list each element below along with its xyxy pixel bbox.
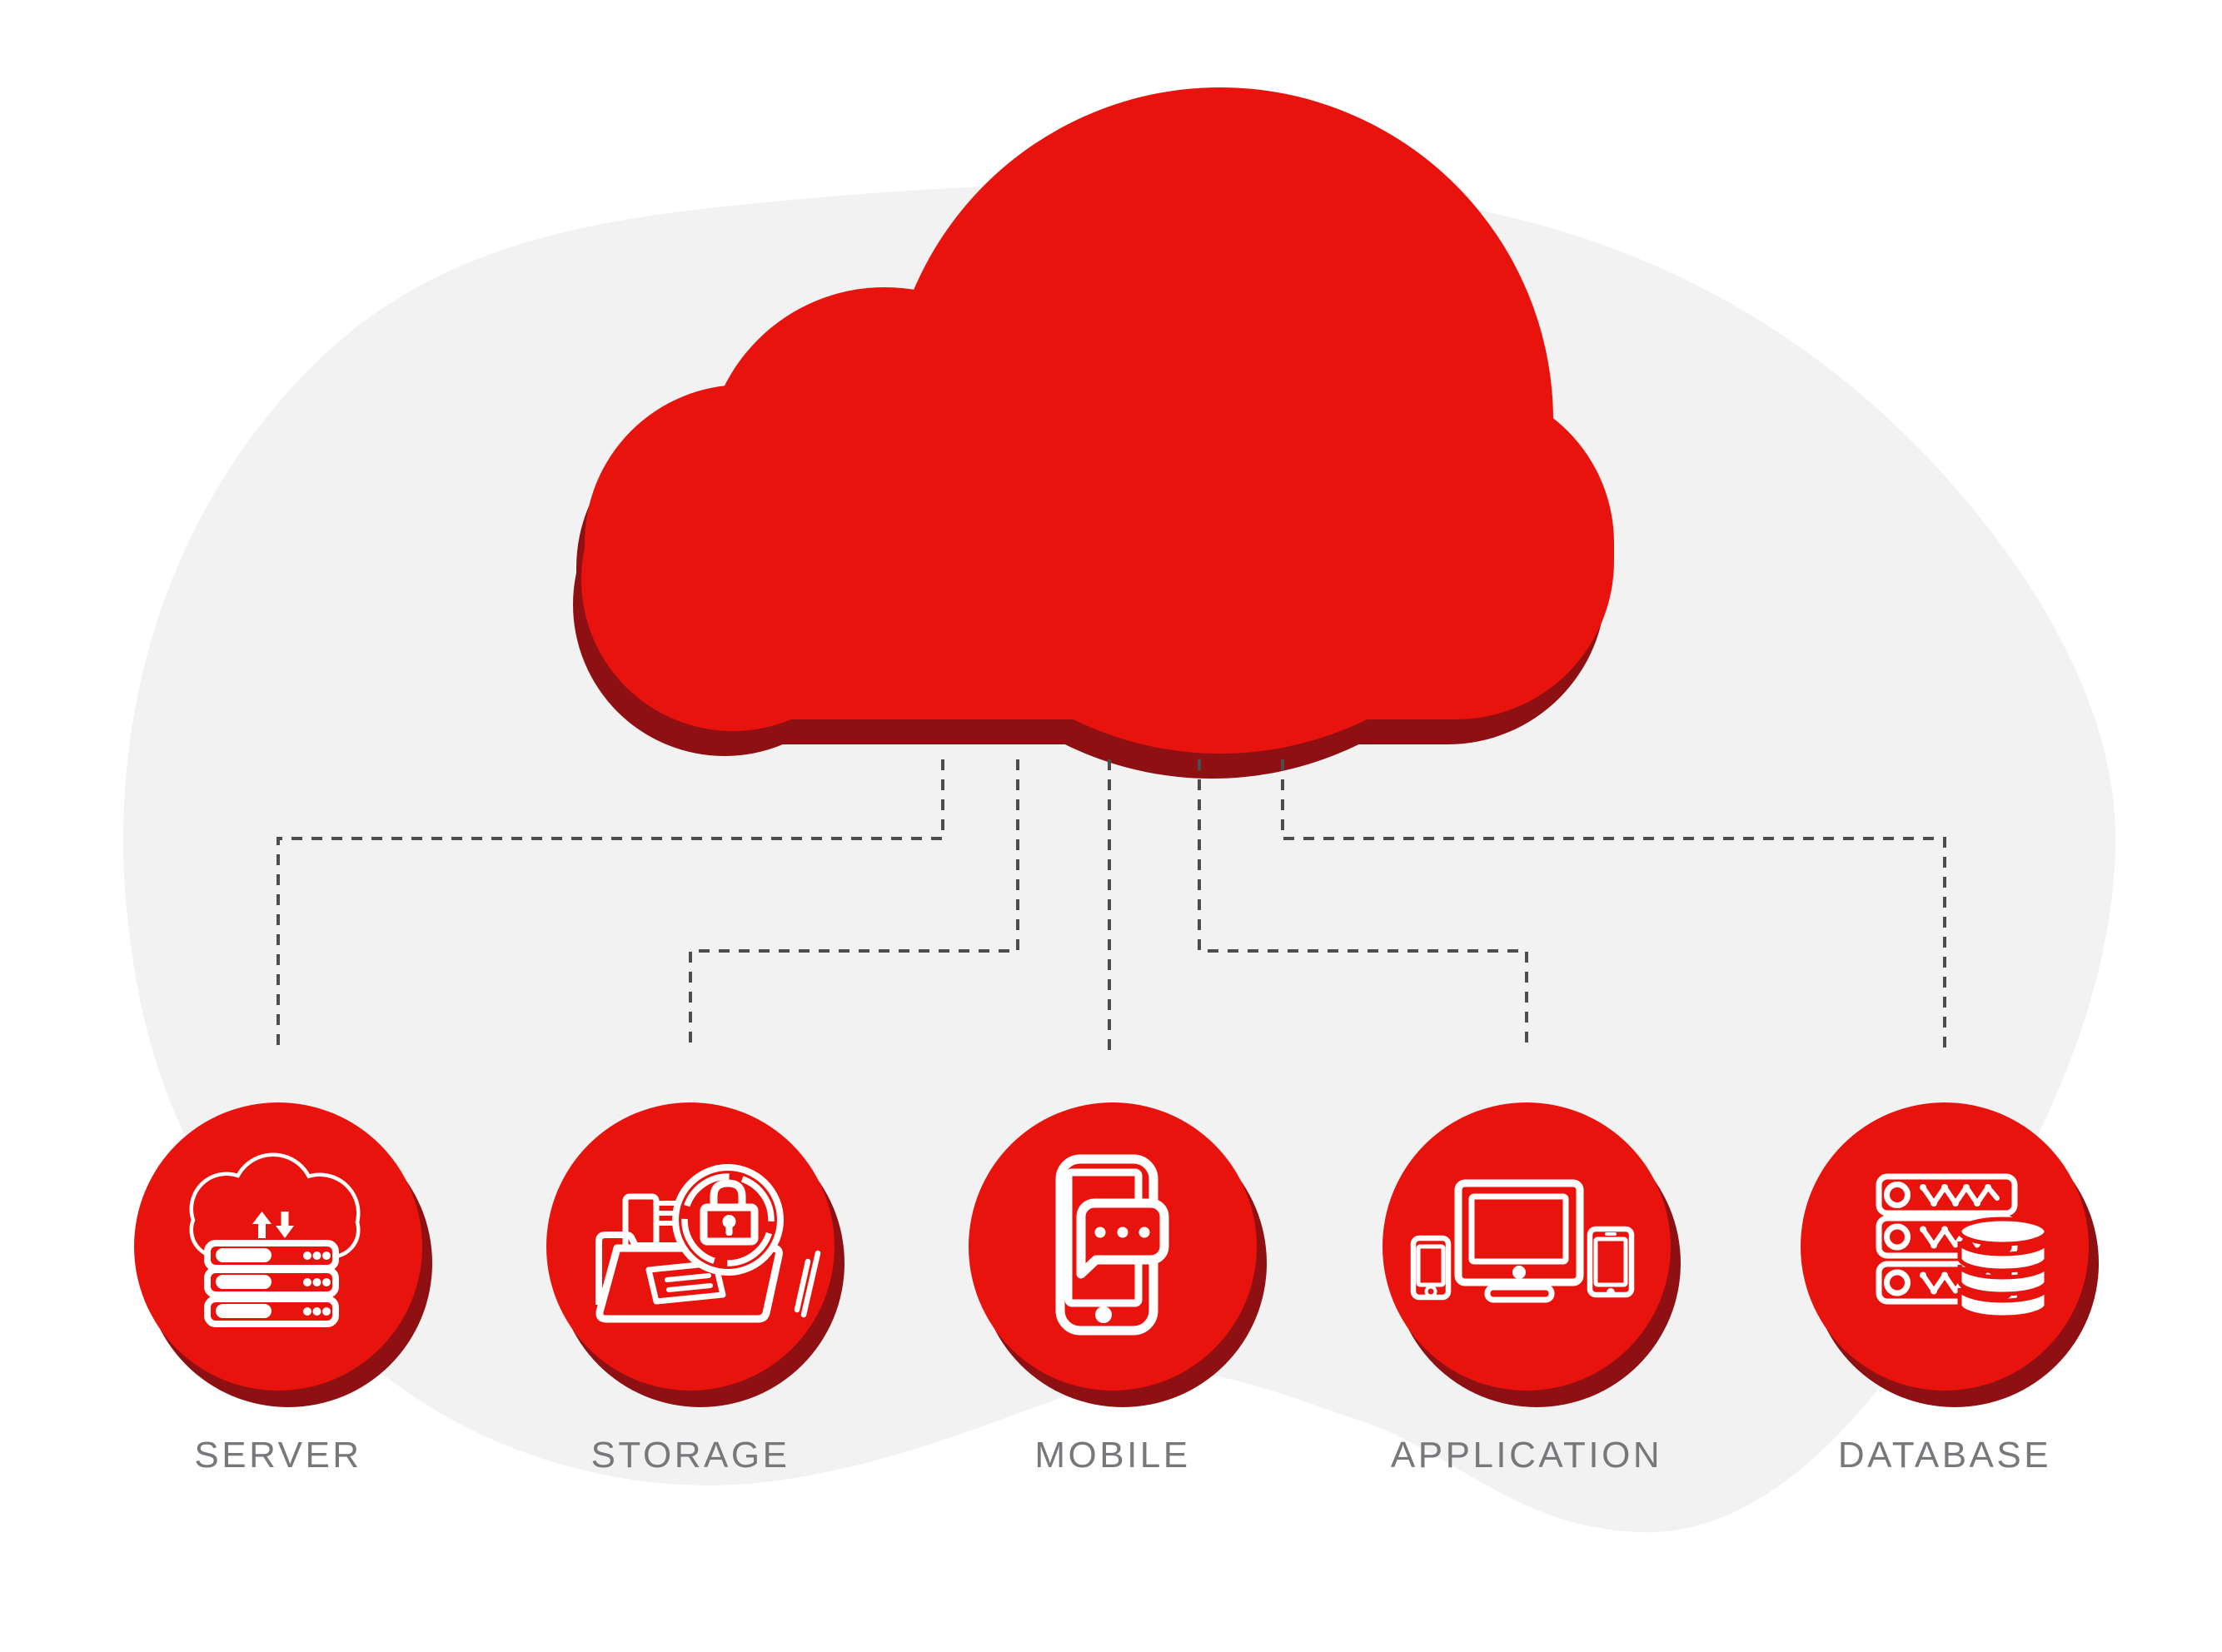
- storage-icon: [595, 1164, 821, 1323]
- cloud-icon: [581, 87, 1614, 754]
- node-database: [1801, 1102, 2099, 1407]
- label-mobile: MOBILE: [1034, 1435, 1191, 1475]
- connector-storage: [689, 759, 1019, 1051]
- label-server: SERVER: [194, 1435, 362, 1475]
- server-icon: [189, 1152, 361, 1327]
- connectors: [277, 759, 1946, 1051]
- node-server: [134, 1102, 432, 1407]
- label-storage: STORAGE: [590, 1435, 790, 1475]
- node-application: [1383, 1102, 1681, 1407]
- database-icon: [1876, 1173, 2049, 1320]
- connector-server: [277, 759, 944, 1051]
- mobile-icon: [1055, 1154, 1169, 1336]
- node-storage: [546, 1102, 844, 1407]
- node-mobile: [969, 1102, 1267, 1407]
- application-icon: [1410, 1179, 1635, 1303]
- label-database: DATABASE: [1837, 1435, 2052, 1475]
- label-application: APPLICATION: [1390, 1435, 1663, 1475]
- connector-application: [1198, 759, 1528, 1051]
- connector-database: [1281, 759, 1946, 1051]
